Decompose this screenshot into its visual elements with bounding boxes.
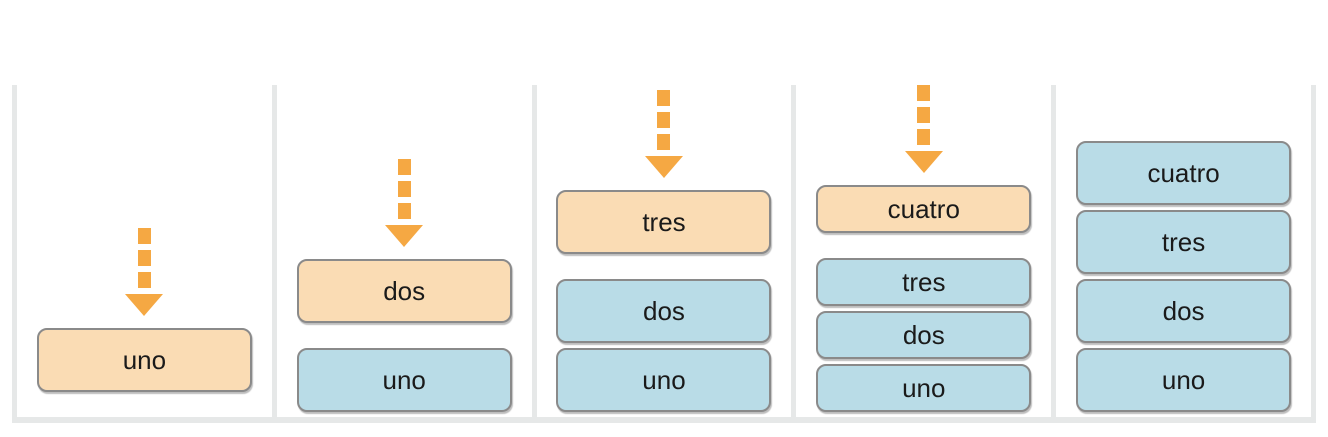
arrow-dash [397, 181, 411, 197]
arrow-head [125, 294, 164, 316]
stacked-box: uno [556, 348, 772, 412]
pushed-box: cuatro [816, 185, 1032, 233]
pushed-box: uno [36, 328, 252, 392]
arrow-dash [137, 272, 151, 288]
box-label: uno [382, 364, 426, 395]
box-label: uno [642, 364, 686, 395]
push-down-arrow-icon [125, 228, 164, 316]
arrow-dash [657, 134, 671, 150]
stacked-box: tres [816, 258, 1032, 306]
box-label: uno [902, 372, 946, 403]
arrow-dash [657, 112, 671, 128]
bins-frame: uno dos uno [12, 85, 1316, 423]
box-label: tres [1161, 226, 1206, 257]
box-label: tres [642, 206, 686, 237]
push-down-arrow-icon [904, 85, 943, 173]
stacked-box: uno [296, 348, 512, 412]
stacked-box: dos [1076, 279, 1292, 343]
arrow-dash [657, 90, 671, 106]
panel-1: uno [12, 85, 272, 417]
arrow-head [644, 156, 683, 178]
panel-5: cuatro tres dos uno [1051, 85, 1311, 417]
box-label: uno [1161, 364, 1206, 395]
box-label: cuatro [1147, 157, 1220, 188]
pushed-box: tres [556, 190, 772, 254]
box-label: cuatro [887, 193, 960, 224]
stacked-box: cuatro [1076, 141, 1292, 205]
arrow-dash [397, 203, 411, 219]
box-label: dos [643, 295, 685, 326]
box-label: uno [122, 344, 167, 375]
arrow-dash [917, 129, 931, 145]
stacked-box: dos [816, 311, 1032, 359]
push-down-arrow-icon [385, 159, 424, 247]
arrow-dash [397, 159, 411, 175]
box-label: dos [902, 319, 945, 350]
arrow-dash [137, 250, 151, 266]
arrow-dash [917, 107, 931, 123]
push-down-arrow-icon [644, 90, 683, 178]
stacked-box: uno [1076, 348, 1292, 412]
pushed-box: dos [296, 259, 512, 323]
panel-4: cuatro tres dos uno [791, 85, 1051, 417]
arrow-dash [917, 85, 931, 101]
stacked-box: tres [1076, 210, 1292, 274]
panel-2: dos uno [271, 85, 532, 417]
arrow-dash [137, 228, 151, 244]
box-label: tres [902, 266, 946, 297]
box-label: dos [1162, 295, 1205, 326]
arrow-head [904, 151, 943, 173]
panel-3: tres dos uno [531, 85, 792, 417]
stacked-box: dos [556, 279, 772, 343]
stacked-box: uno [816, 364, 1032, 412]
box-label: dos [383, 275, 426, 306]
arrow-head [385, 225, 424, 247]
